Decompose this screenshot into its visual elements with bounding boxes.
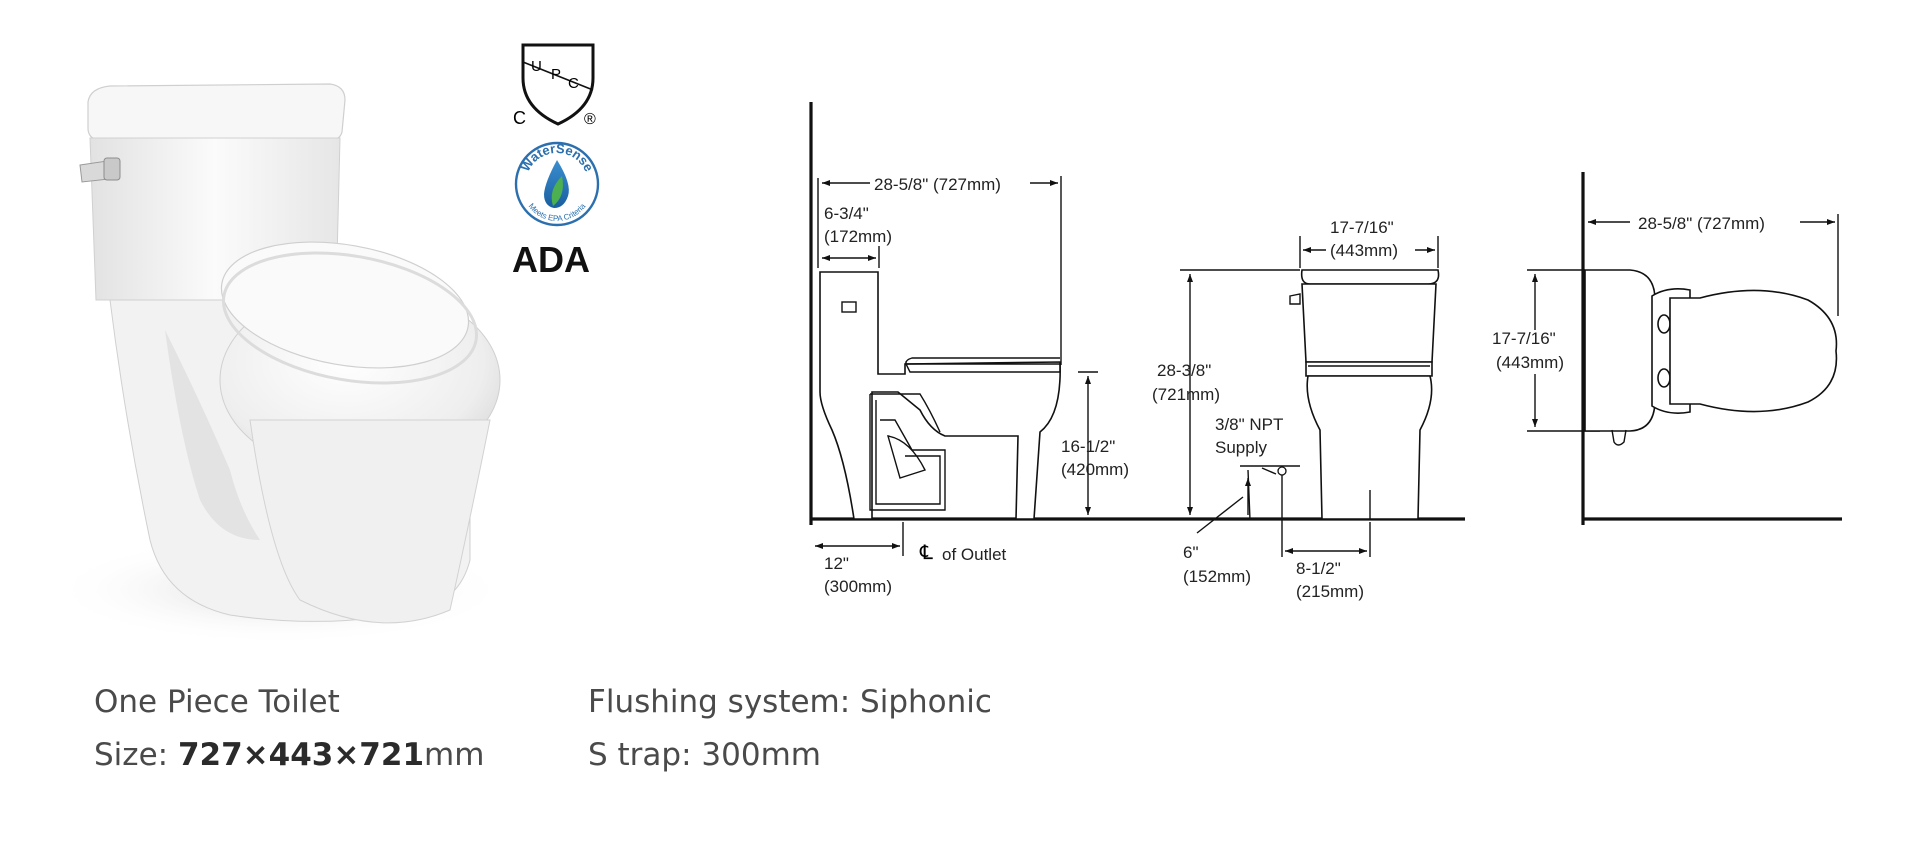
svg-text:U: U [531,58,542,75]
upc-certification-logo: U P C C ® [513,43,596,128]
top-width-in-label: 17-7/16" [1492,329,1556,348]
toilet-photo [50,83,510,645]
size-spec: Size: 727×443×721mm [94,737,485,773]
side-view-drawing: 28-5/8" (727mm) 6-3/4" (172mm) 16-1/2" (… [809,102,1465,596]
supply-height-mm-label: (152mm) [1183,567,1251,586]
rough-in-mm-label: (300mm) [824,577,892,596]
trap-spec: S trap: 300mm [588,737,821,773]
top-view-drawing: 28-5/8" (727mm) 17-7/16" (443mm) [1492,172,1842,525]
rough-in-in-label: 12" [824,554,849,573]
supply-line1-label: 3/8" NPT [1215,415,1283,434]
top-depth-label: 28-5/8" (727mm) [1638,214,1765,233]
flushing-spec: Flushing system: Siphonic [588,684,992,720]
svg-text:P: P [551,66,561,83]
top-width-mm-label: (443mm) [1496,353,1564,372]
front-height-in-label: 28-3/8" [1157,361,1211,380]
svg-text:C: C [568,75,579,92]
svg-text:®: ® [584,111,596,128]
supply-line2-label: Supply [1215,438,1267,457]
front-height-mm-label: (721mm) [1152,385,1220,404]
product-name: One Piece Toilet [94,684,340,720]
svg-text:C: C [513,108,526,128]
tank-depth-mm-label: (172mm) [824,227,892,246]
supply-offset-mm-label: (215mm) [1296,582,1364,601]
front-width-in-label: 17-7/16" [1330,218,1394,237]
supply-offset-in-label: 8-1/2" [1296,559,1341,578]
front-width-mm-label: (443mm) [1330,241,1398,260]
overall-depth-label: 28-5/8" (727mm) [874,175,1001,194]
supply-height-in-label: 6" [1183,543,1199,562]
centerline-icon: ℄ [919,542,933,564]
seat-height-mm-label: (420mm) [1061,460,1129,479]
front-view-drawing: 28-3/8" (721mm) 17-7/16" (443mm) 3/8" NP… [1152,218,1440,601]
watersense-logo: WaterSense Meets EPA Criteria [514,141,600,227]
ada-label: ADA [512,239,590,280]
tank-depth-in-label: 6-3/4" [824,204,869,223]
outlet-label: of Outlet [942,545,1007,564]
seat-height-in-label: 16-1/2" [1061,437,1115,456]
